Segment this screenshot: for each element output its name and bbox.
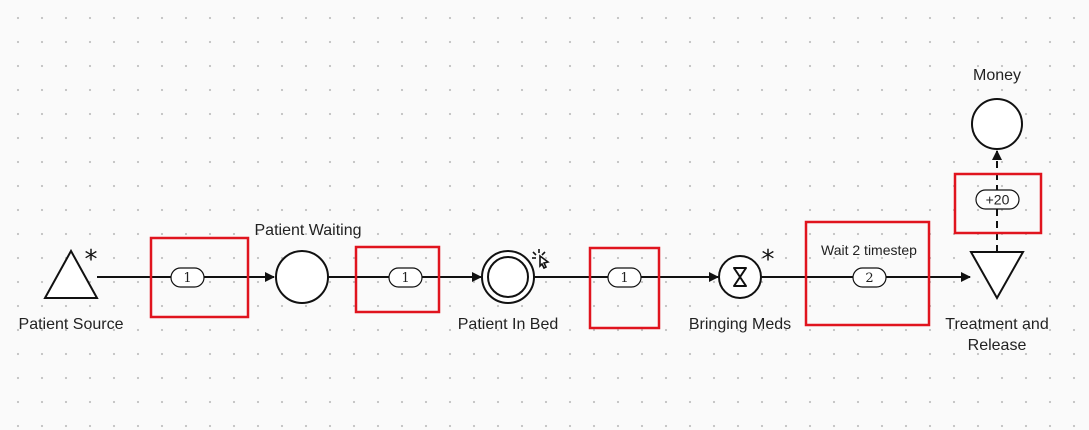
- bringing-meds-label: Bringing Meds: [688, 316, 792, 333]
- patient-source-label: Patient Source: [18, 316, 124, 333]
- edge-value-waiting-to-bed: 1: [401, 271, 409, 286]
- hourglass-icon: [733, 267, 747, 287]
- edge-source-to-waiting[interactable]: 1: [97, 267, 275, 288]
- money-node[interactable]: [971, 98, 1023, 150]
- patient-source-node[interactable]: [43, 248, 99, 299]
- treatment-release-label-line2: Release: [967, 337, 1027, 354]
- treatment-release-label-line1: Treatment and: [945, 316, 1049, 333]
- edge-treatment-to-money[interactable]: +20: [975, 150, 1020, 252]
- source-marker-icon: *: [85, 245, 98, 275]
- patient-waiting-node[interactable]: [275, 250, 329, 304]
- edge-value-meds-to-treatment: 2: [865, 271, 873, 286]
- money-label: Money: [972, 67, 1022, 84]
- edge-bed-to-meds[interactable]: 1: [534, 267, 719, 288]
- meds-marker-icon: *: [762, 245, 775, 275]
- edge-value-bed-to-meds: 1: [620, 271, 628, 286]
- patient-in-bed-label: Patient In Bed: [457, 316, 559, 333]
- edge-value-treatment-to-money: +20: [986, 192, 1010, 208]
- highlight-box-waiting-to-bed: [354, 245, 441, 314]
- patient-waiting-label: Patient Waiting: [254, 222, 362, 239]
- treatment-release-node[interactable]: [969, 251, 1025, 301]
- click-trigger-icon: [532, 249, 550, 270]
- edge-value-source-to-waiting: 1: [183, 271, 191, 286]
- highlight-box-source-to-waiting: [149, 236, 250, 319]
- bringing-meds-node[interactable]: [718, 255, 762, 299]
- edge-waiting-to-bed[interactable]: 1: [328, 267, 482, 288]
- edge-label-meds-to-treatment: Wait 2 timestep: [821, 242, 917, 258]
- patient-in-bed-node[interactable]: [481, 250, 535, 304]
- edge-meds-to-treatment[interactable]: 2: [761, 267, 971, 288]
- highlight-box-treatment-to-money: [953, 172, 1043, 235]
- highlight-box-meds-to-treatment: [804, 220, 931, 327]
- highlight-box-bed-to-meds: [588, 246, 661, 330]
